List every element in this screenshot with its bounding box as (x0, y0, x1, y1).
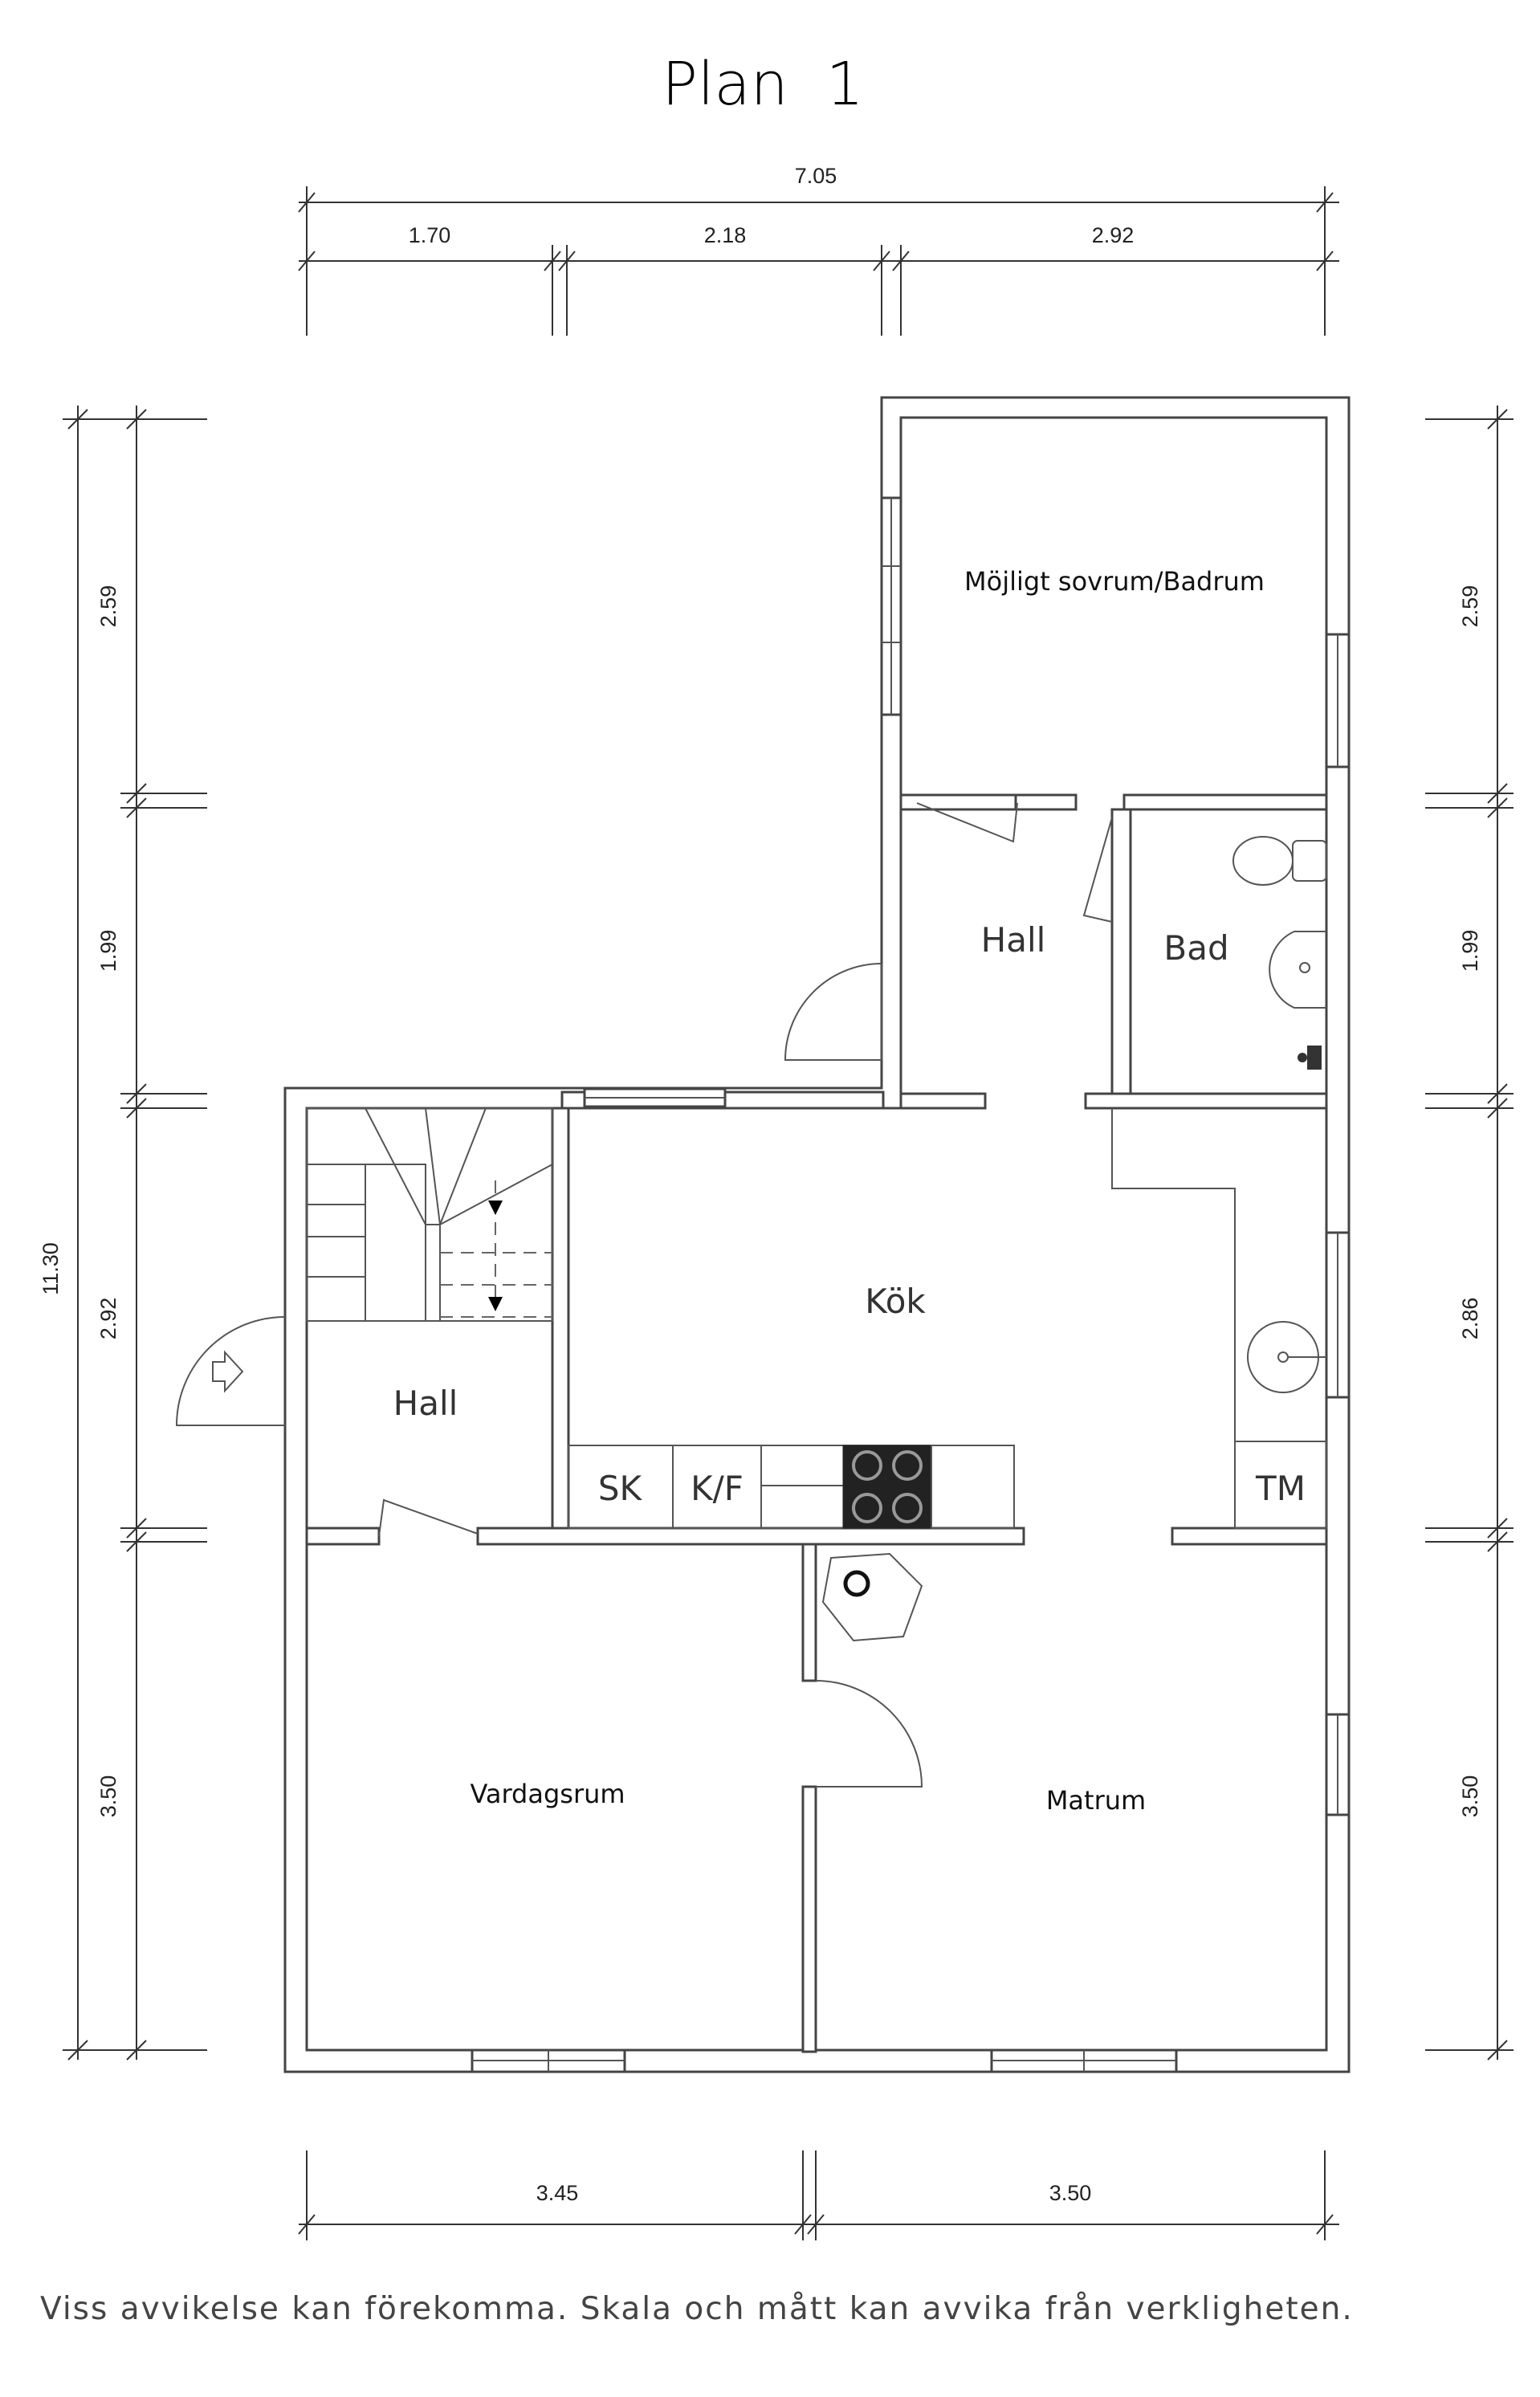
dim-left-total: 11.30 (39, 1242, 63, 1295)
left-dimension-lines (63, 406, 207, 2061)
dim-left-segment: 2.92 (96, 1298, 120, 1340)
right-dimension-lines (1425, 406, 1514, 2061)
room-label-dining: Matrum (1046, 1785, 1146, 1816)
disclaimer-text: Viss avvikelse kan förekomma. Skala och … (40, 2291, 1354, 2327)
windows (471, 496, 1351, 2073)
room-label-bath: Bad (1163, 928, 1228, 968)
doors (175, 802, 1113, 1788)
dim-top-segment: 2.18 (704, 223, 747, 247)
staircase (306, 1107, 553, 1322)
dim-left-segment: 1.99 (96, 930, 120, 972)
dim-bottom-segment: 3.50 (1049, 2181, 1092, 2205)
bath-sink-icon (1269, 931, 1326, 1009)
dim-right-segment: 3.50 (1458, 1775, 1482, 1818)
dim-top-segment: 1.70 (409, 223, 451, 247)
room-label-living: Vardagsrum (470, 1779, 625, 1809)
dim-right-segment: 2.86 (1458, 1298, 1482, 1340)
dim-top-total: 7.05 (795, 164, 837, 188)
fixture-sk: SK (598, 1469, 643, 1508)
fireplace-icon (821, 1552, 923, 1642)
faucet-icon (1298, 1046, 1322, 1070)
fixture-kf: K/F (691, 1469, 744, 1508)
dim-left-segment: 2.59 (96, 585, 120, 628)
dim-right-segment: 2.59 (1458, 585, 1482, 628)
fixture-tm: TM (1255, 1469, 1306, 1508)
tm-box (1234, 1441, 1327, 1529)
plan-title: Plan 1 (662, 50, 864, 119)
top-dimension-lines (298, 186, 1339, 336)
room-label-bedroom: Möjligt sovrum/Badrum (964, 566, 1265, 597)
room-label-upper-hall: Hall (981, 920, 1046, 960)
room-label-lower-hall: Hall (393, 1384, 458, 1423)
dim-right-segment: 1.99 (1458, 930, 1482, 972)
bottom-dimension-lines (298, 2150, 1339, 2240)
walls (283, 396, 1351, 2073)
kitchen-counter (568, 1445, 1015, 1529)
dim-left-segment: 3.50 (96, 1775, 120, 1818)
room-label-kitchen: Kök (865, 1282, 926, 1321)
dim-top-segment: 2.92 (1092, 223, 1135, 247)
sink-icon (1247, 1321, 1326, 1393)
toilet-icon (1232, 836, 1327, 886)
dim-bottom-segment: 3.45 (536, 2181, 579, 2205)
